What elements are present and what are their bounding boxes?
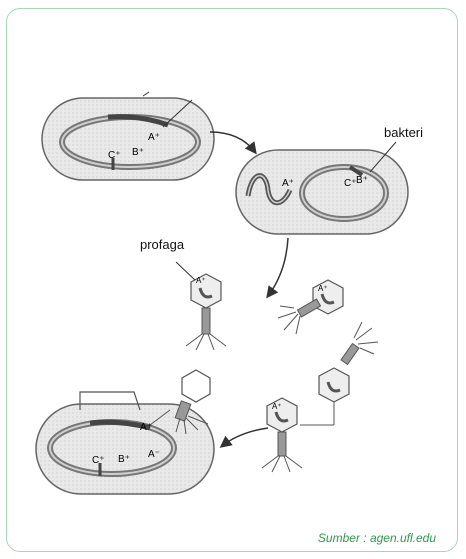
bakteri-label: bakteri [384, 125, 423, 140]
bacterium-1 [42, 92, 214, 180]
arrow-infection [210, 132, 255, 152]
profaga-pointer [176, 262, 195, 280]
arrow-lysis [268, 238, 288, 296]
source-caption: Sumber : agen.ufl.edu [318, 531, 436, 545]
gene-a-plus-phage4: A⁺ [272, 402, 282, 411]
gene-c-plus-cell3: C⁺ [92, 455, 105, 466]
gene-a-plus-cell2: A⁺ [282, 178, 294, 189]
gene-b-plus-cell2: B⁺ [356, 175, 368, 186]
arrow-transduction [222, 428, 268, 446]
profaga-label: profaga [140, 237, 184, 252]
phage-2 [278, 280, 343, 334]
gene-c-plus-cell2: C⁺ [344, 178, 357, 189]
gene-b-plus-cell3: B⁺ [118, 454, 130, 465]
gene-b-plus-cell1: B⁺ [132, 147, 144, 158]
phage-3 [319, 322, 378, 402]
gene-a-plus-phage1: A⁺ [196, 276, 206, 285]
gene-a-plus-phage2: A⁺ [318, 284, 328, 293]
gene-a-plus-cell3: A⁺ [140, 422, 152, 433]
gene-c-plus-cell1: C⁺ [108, 150, 121, 161]
phage-1 [186, 274, 226, 350]
gene-a-minus-cell3: A⁻ [148, 449, 160, 460]
phage-4 [262, 398, 302, 472]
gene-a-plus-cell1: A⁺ [148, 132, 160, 143]
bacterium-2 [236, 150, 408, 234]
